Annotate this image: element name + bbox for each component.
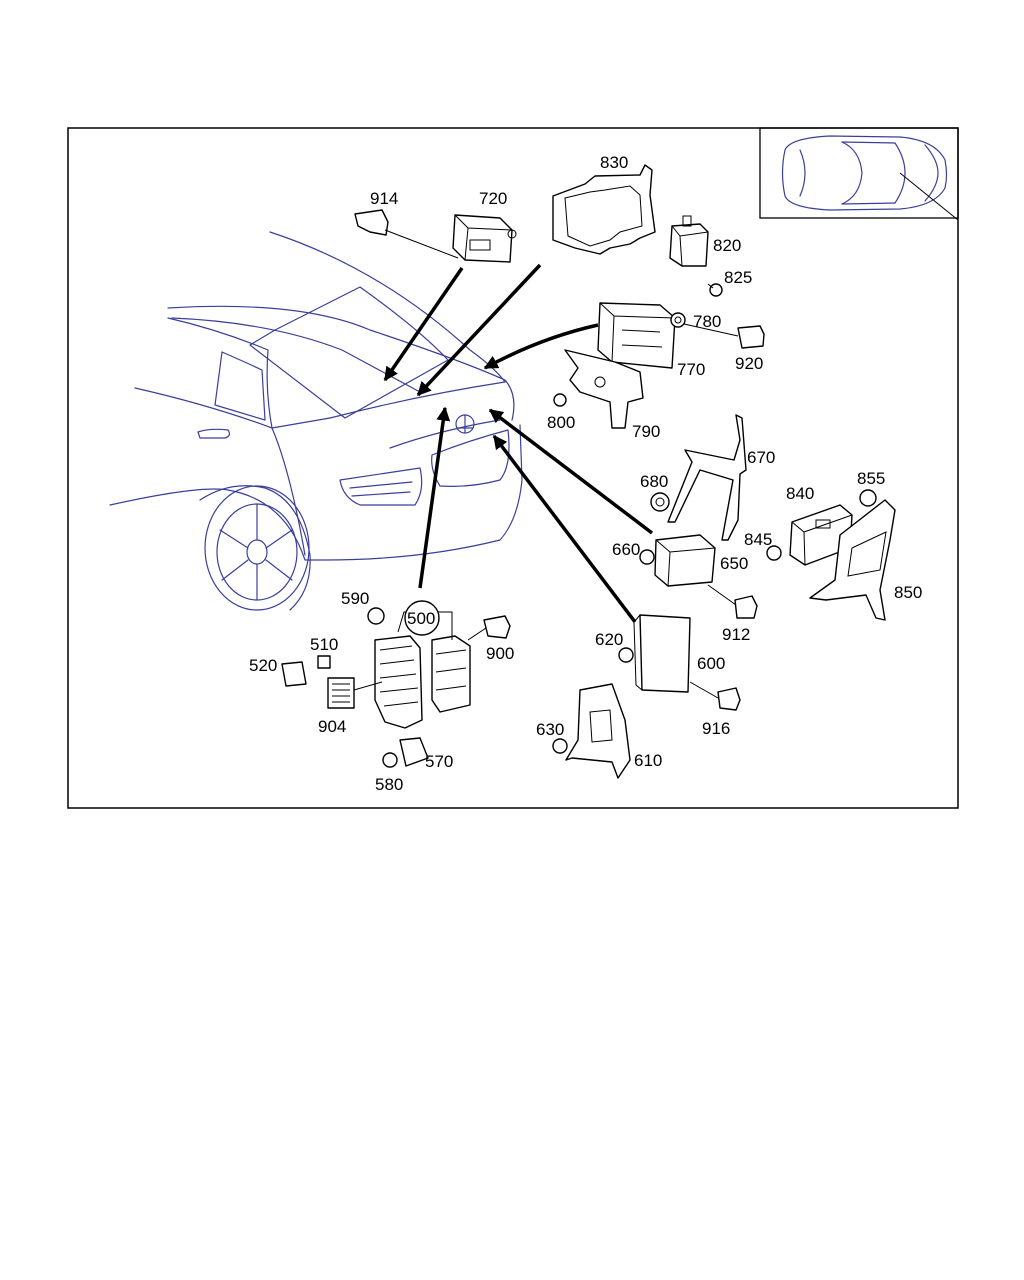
callout-914: 914: [370, 189, 398, 208]
diagram-border: [67, 127, 959, 809]
callout-circle-500: [404, 600, 440, 636]
callout-916: 916: [702, 719, 730, 738]
callout-845: 845: [744, 530, 772, 549]
callout-620: 620: [595, 630, 623, 649]
callout-510: 510: [310, 635, 338, 654]
callout-850: 850: [894, 583, 922, 602]
callout-920: 920: [735, 354, 763, 373]
callout-660: 660: [612, 540, 640, 559]
callout-770: 770: [677, 360, 705, 379]
callout-780: 780: [693, 312, 721, 331]
assembly-arrows: [383, 263, 654, 624]
callout-904: 904: [318, 717, 346, 736]
callout-610: 610: [634, 751, 662, 770]
callout-800: 800: [547, 413, 575, 432]
car-top-view-icon: [759, 127, 959, 219]
callout-500: 500: [407, 609, 435, 628]
callout-520: 520: [249, 656, 277, 675]
callout-580: 580: [375, 775, 403, 794]
callout-820: 820: [713, 236, 741, 255]
callout-855: 855: [857, 469, 885, 488]
callout-830: 830: [600, 153, 628, 172]
callout-912: 912: [722, 625, 750, 644]
leader-lines: [384, 172, 959, 259]
callout-labels: 914 720 830 820 825 780 920 770 800 790 …: [249, 153, 922, 794]
callout-790: 790: [632, 422, 660, 441]
callout-720: 720: [479, 189, 507, 208]
callout-630: 630: [536, 720, 564, 739]
callout-650: 650: [720, 554, 748, 573]
callout-590: 590: [341, 589, 369, 608]
callout-825: 825: [724, 268, 752, 287]
callout-670: 670: [747, 448, 775, 467]
vehicle-outline: [109, 231, 523, 611]
callout-570: 570: [425, 752, 453, 771]
parts-group: [281, 164, 896, 779]
callout-900: 900: [486, 644, 514, 663]
callout-600: 600: [697, 654, 725, 673]
callout-840: 840: [786, 484, 814, 503]
callout-680: 680: [640, 472, 668, 491]
